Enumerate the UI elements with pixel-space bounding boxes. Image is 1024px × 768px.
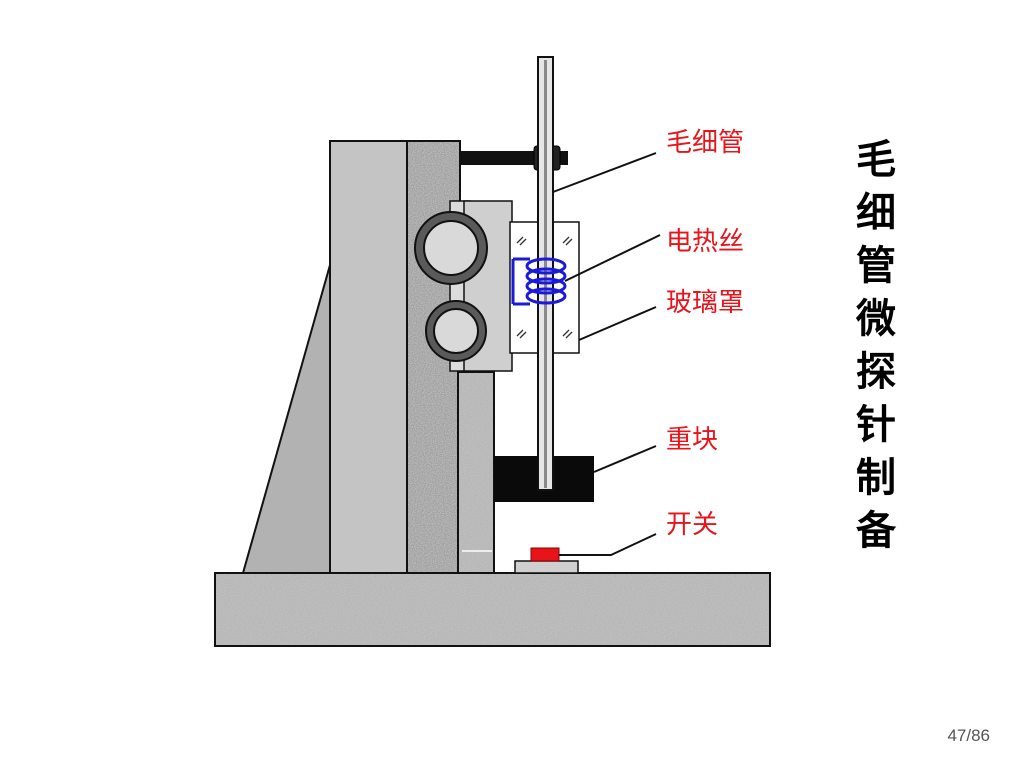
capillary-label: 毛细管 <box>666 128 745 158</box>
switch-base <box>514 560 579 574</box>
upper-roller-face <box>423 220 479 276</box>
page-title: 毛细管微探针制备 <box>856 137 896 554</box>
weight-label: 重块 <box>666 425 719 455</box>
base-block <box>214 572 771 647</box>
granite-column-lower <box>457 371 495 574</box>
glass-cover-label: 玻璃罩 <box>666 288 745 318</box>
page-number: 47/86 <box>947 726 990 745</box>
glass-marks <box>516 236 573 339</box>
heating-wire-label: 电热丝 <box>666 227 745 257</box>
switch-label: 开关 <box>666 510 719 540</box>
leader-lines <box>552 152 661 556</box>
lower-roller-face <box>433 308 479 354</box>
heating-coil <box>511 257 567 306</box>
back-plate <box>329 140 408 574</box>
support-brace <box>241 264 331 574</box>
switch-button <box>530 547 560 562</box>
